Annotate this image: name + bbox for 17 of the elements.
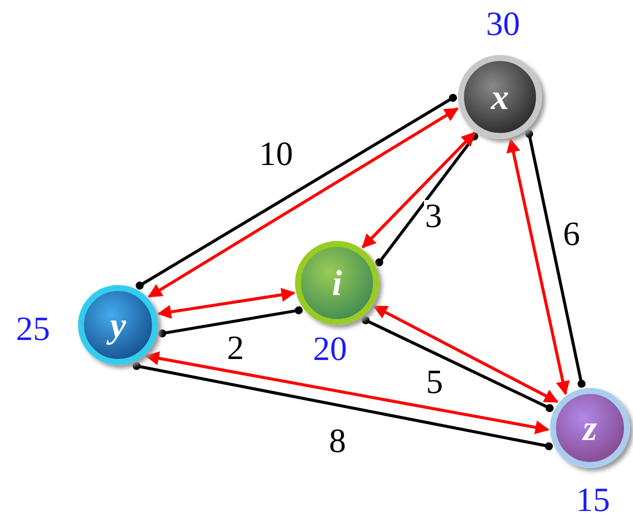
double-arrow [362,132,476,248]
node-value: 20 [313,333,347,367]
double-arrow [157,288,296,319]
connector-line [158,306,303,338]
node-value: 25 [16,313,50,347]
node-label: z [582,410,597,446]
double-arrow [506,138,570,396]
connector-line [525,130,586,388]
node-label: i [332,265,342,301]
connector-line [362,316,554,412]
node-value: 30 [486,8,520,42]
node-label: x [491,79,509,115]
double-arrow [144,351,550,434]
connector-line [375,132,478,266]
connector-line [132,362,553,450]
double-arrow [373,305,558,404]
node-value: 15 [576,484,610,518]
